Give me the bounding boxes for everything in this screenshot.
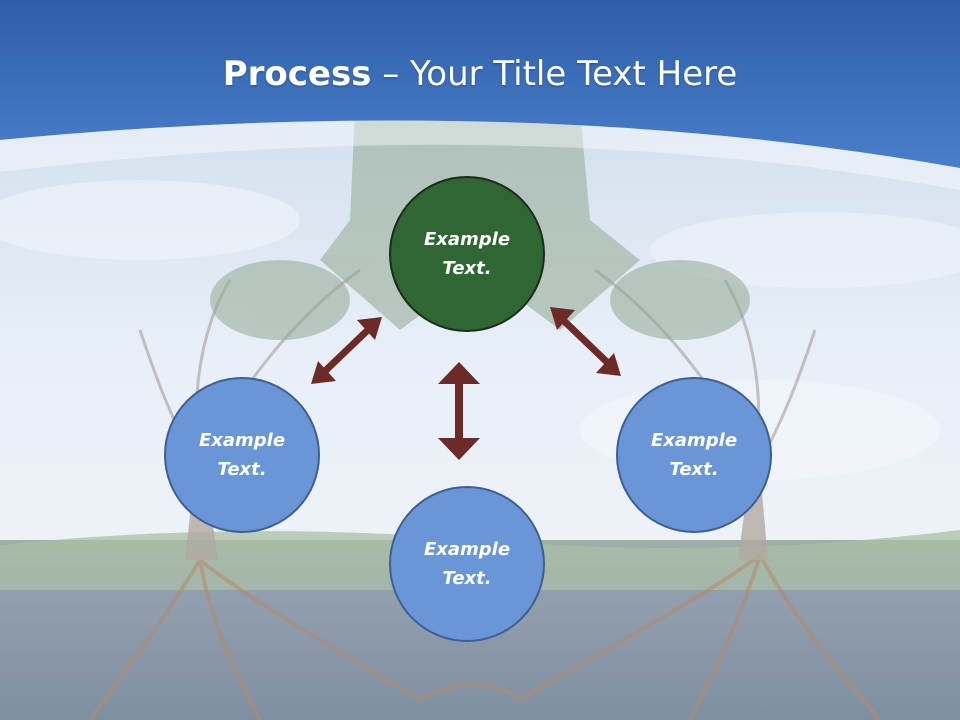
roots xyxy=(88,553,882,720)
node-bottom[interactable]: Example Text. xyxy=(389,486,545,642)
header-swoosh xyxy=(0,120,960,190)
node-left-label: Example Text. xyxy=(198,430,286,480)
node-top[interactable]: Example Text. xyxy=(389,176,545,332)
node-right[interactable]: Example Text. xyxy=(616,377,772,533)
node-left[interactable]: Example Text. xyxy=(164,377,320,533)
node-bottom-label: Example Text. xyxy=(423,539,511,589)
node-right-label: Example Text. xyxy=(650,430,738,480)
node-top-label: Example Text. xyxy=(423,229,511,279)
slide-title: Process – Your Title Text Here xyxy=(0,52,960,96)
title-bold: Process xyxy=(222,54,372,94)
title-rest: – Your Title Text Here xyxy=(371,54,738,94)
header-band xyxy=(0,0,960,168)
